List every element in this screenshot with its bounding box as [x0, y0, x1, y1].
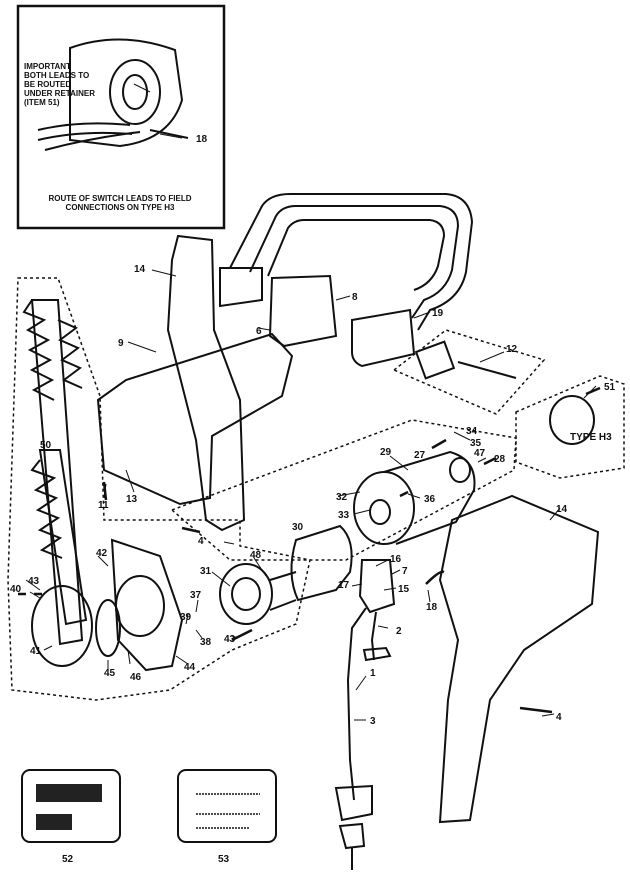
part-number-p14a: 14 [134, 264, 146, 275]
part-number-p42: 42 [96, 548, 108, 559]
motor-group-box [170, 419, 517, 561]
field [290, 524, 353, 602]
housing-half-top [166, 234, 246, 532]
part-number-p12: 12 [506, 344, 518, 355]
inset-caption-line: CONNECTIONS ON TYPE H3 [65, 203, 175, 212]
hand-guard [219, 193, 474, 368]
gear-housing [110, 538, 184, 672]
part-number-p27: 27 [414, 450, 426, 461]
part-number-p3: 3 [370, 716, 376, 727]
part-number-p14b: 14 [556, 504, 568, 515]
inset-caption-line: ROUTE OF SWITCH LEADS TO FIELD [48, 194, 192, 203]
part-number-p41: 41 [30, 646, 42, 657]
part-number-p34: 34 [466, 426, 478, 437]
part-number-p44: 44 [184, 662, 196, 673]
part-number-p16: 16 [390, 554, 402, 565]
part-number-p35: 35 [470, 438, 482, 449]
part-number-p19: 19 [432, 308, 444, 319]
inset-note-line: (ITEM 51) [24, 98, 60, 107]
label-52-number: 52 [62, 854, 74, 865]
inset-caption: ROUTE OF SWITCH LEADS TO FIELD CONNECTIO… [30, 194, 210, 212]
inset-note: IMPORTANT BOTH LEADS TO BE ROUTED UNDER … [24, 62, 95, 107]
part-number-p37: 37 [190, 590, 202, 601]
part-number-p38: 38 [200, 637, 212, 648]
part-number-p51: 51 [604, 382, 616, 393]
part-number-p17: 17 [338, 580, 350, 591]
part-number-p30: 30 [292, 522, 304, 533]
field-housing [353, 450, 476, 545]
part-number-p48: 48 [250, 550, 262, 561]
gear [31, 585, 121, 667]
blade-group-box [7, 277, 311, 701]
type-h3-box [515, 375, 625, 479]
label-52-frame [21, 769, 121, 843]
part-number-p45: 45 [104, 668, 116, 679]
part-number-p46: 46 [130, 672, 142, 683]
type-h3-label: TYPE H3 [570, 432, 612, 443]
part-number-p31: 31 [200, 566, 212, 577]
part-number-p50: 50 [40, 440, 52, 451]
part-number-p8: 8 [352, 292, 358, 303]
part-number-p2: 2 [396, 626, 402, 637]
part-number-p7: 7 [402, 566, 408, 577]
power-cord [334, 607, 392, 870]
part-number-p43a: 43 [28, 576, 40, 587]
inset-frame [16, 4, 226, 230]
group-12-box [392, 329, 546, 415]
part-number-p18: 18 [426, 602, 438, 613]
part-number-p4b: 4 [556, 712, 562, 723]
part-number-p6: 6 [256, 326, 262, 337]
part-number-p43b: 43 [224, 634, 236, 645]
part-number-p13: 13 [126, 494, 138, 505]
part-number-p11: 11 [98, 500, 109, 511]
part-number-p47: 47 [474, 448, 486, 459]
part-number-p39: 39 [180, 612, 192, 623]
part-number-p1: 1 [370, 668, 376, 679]
inset-note-line: IMPORTANT [24, 62, 71, 71]
armature [219, 563, 297, 625]
inset-motor-illustration [37, 38, 189, 151]
part-number-p28: 28 [494, 454, 506, 465]
inset-part-number: 18 [196, 134, 208, 145]
label-53-number: 53 [218, 854, 230, 865]
part-number-p33: 33 [338, 510, 350, 521]
inset-note-line: BE ROUTED [24, 80, 72, 89]
part-number-p40: 40 [10, 584, 22, 595]
blade-assembly [22, 299, 88, 646]
label-53-frame [177, 769, 277, 843]
part-number-p9: 9 [118, 338, 124, 349]
part-number-p36: 36 [424, 494, 436, 505]
handle-housing [438, 494, 600, 824]
part-number-p15: 15 [398, 584, 410, 595]
switch-housing [268, 274, 338, 348]
cover [96, 332, 294, 506]
inset-note-line: BOTH LEADS TO [24, 71, 90, 80]
switch [358, 559, 396, 614]
inset-note-line: UNDER RETAINER [24, 89, 95, 98]
part-number-p32: 32 [336, 492, 348, 503]
part-number-p4a: 4 [198, 536, 204, 547]
part-number-p29: 29 [380, 447, 392, 458]
